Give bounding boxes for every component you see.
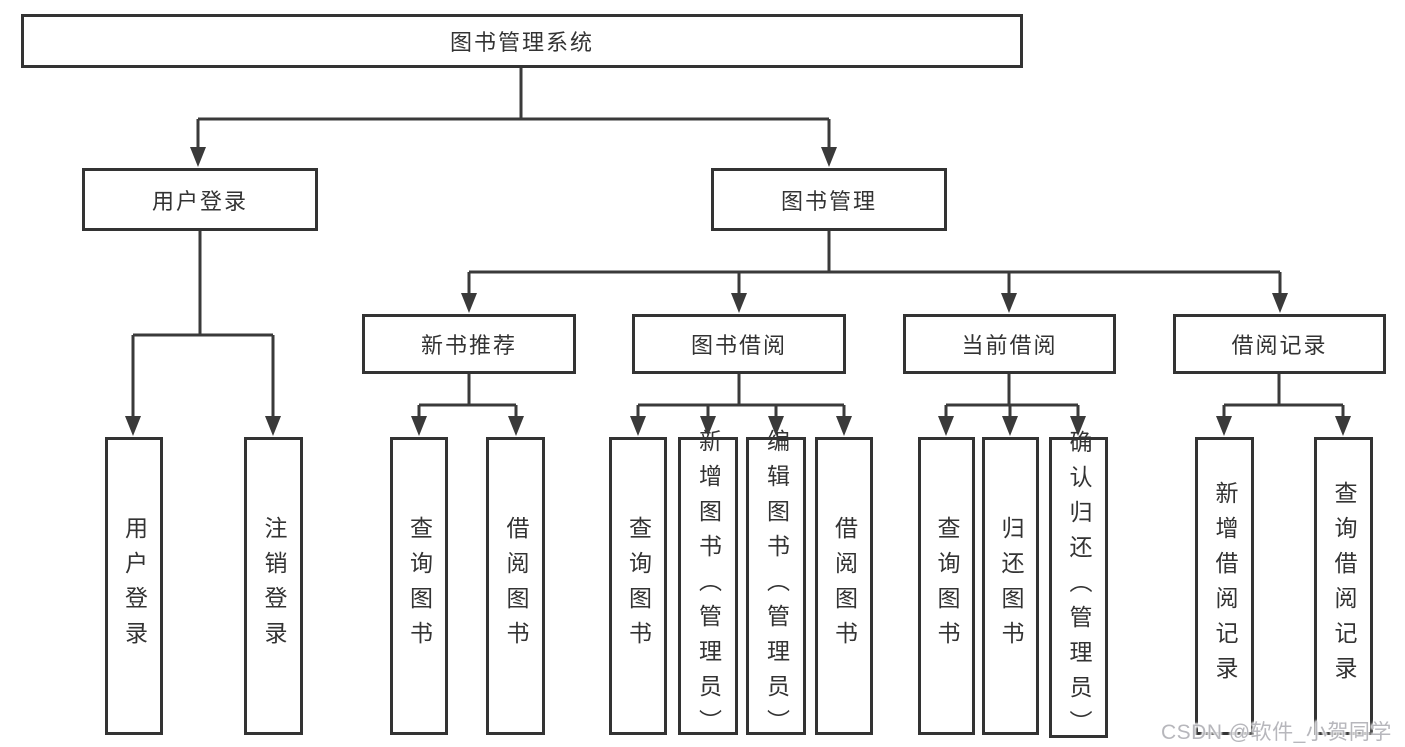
- node-root-label: 图书管理系统: [449, 30, 594, 55]
- node-ul-user-login-label: 用户登录: [121, 516, 148, 656]
- node-cb-return-books: 归还图书: [982, 437, 1039, 735]
- connector-root: [196, 68, 831, 152]
- node-user-login: 用户登录: [82, 168, 318, 231]
- node-book-mgmt: 图书管理: [711, 168, 947, 231]
- node-br-query-record: 查询借阅记录: [1314, 437, 1373, 735]
- arrowheads: [125, 147, 1351, 436]
- node-bb-borrow-books: 借阅图书: [815, 437, 873, 735]
- node-current-borrow-label: 当前借阅: [961, 333, 1058, 358]
- connector-new-book-rec: [417, 374, 518, 421]
- csdn-watermark: CSDN @软件_小贺同学: [1161, 721, 1392, 744]
- node-current-borrow: 当前借阅: [903, 314, 1116, 374]
- node-cb-query-books-label: 查询图书: [934, 516, 960, 656]
- node-br-add-record: 新增借阅记录: [1195, 437, 1254, 735]
- node-br-query-record-label: 查询借阅记录: [1331, 481, 1357, 691]
- node-bb-edit-book-admin-label: 编辑图书（管理员）: [763, 428, 790, 744]
- node-borrow-records-label: 借阅记录: [1231, 333, 1328, 358]
- connector-user-login: [131, 231, 275, 421]
- node-new-book-rec-label: 新书推荐: [420, 333, 517, 358]
- node-book-borrow: 图书借阅: [632, 314, 846, 374]
- node-nbr-borrow-books-label: 借阅图书: [503, 516, 529, 656]
- node-ul-user-login: 用户登录: [105, 437, 163, 735]
- node-book-mgmt-label: 图书管理: [780, 188, 877, 214]
- node-cb-confirm-return-admin-label: 确认归还（管理员）: [1066, 430, 1092, 745]
- node-cb-return-books-label: 归还图书: [998, 516, 1024, 656]
- node-bb-borrow-books-label: 借阅图书: [831, 516, 858, 656]
- node-bb-query-books-label: 查询图书: [625, 516, 652, 656]
- node-book-borrow-label: 图书借阅: [690, 333, 787, 358]
- node-new-book-rec: 新书推荐: [362, 314, 576, 374]
- node-bb-edit-book-admin: 编辑图书（管理员）: [746, 429, 806, 744]
- node-bb-add-book-admin: 新增图书（管理员）: [678, 429, 738, 744]
- node-ul-logout-label: 注销登录: [261, 516, 287, 656]
- node-br-add-record-label: 新增借阅记录: [1212, 481, 1238, 691]
- node-root: 图书管理系统: [21, 14, 1023, 68]
- node-nbr-query-books: 查询图书: [390, 437, 448, 735]
- connector-borrow-records: [1222, 374, 1345, 421]
- node-bb-query-books: 查询图书: [609, 437, 667, 735]
- node-borrow-records: 借阅记录: [1173, 314, 1386, 374]
- node-cb-query-books: 查询图书: [918, 437, 975, 735]
- connector-book-borrow: [636, 374, 846, 421]
- node-user-login-label: 用户登录: [151, 188, 248, 214]
- node-cb-confirm-return-admin: 确认归还（管理员）: [1049, 430, 1108, 745]
- node-ul-logout: 注销登录: [244, 437, 303, 735]
- node-nbr-borrow-books: 借阅图书: [486, 437, 545, 735]
- connector-book-mgmt: [467, 231, 1282, 298]
- node-bb-add-book-admin-label: 新增图书（管理员）: [695, 428, 722, 744]
- node-nbr-query-books-label: 查询图书: [406, 516, 433, 656]
- connector-current-borrow: [944, 374, 1080, 421]
